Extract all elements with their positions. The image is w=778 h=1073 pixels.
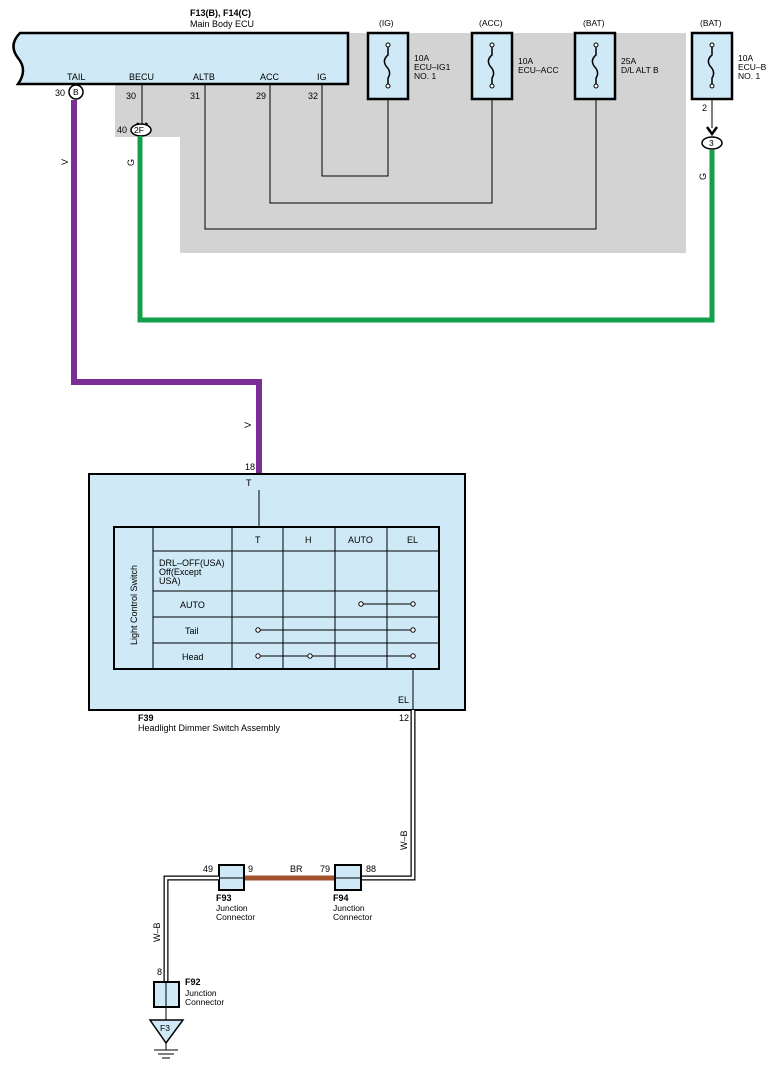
f94-pin-left: 79: [320, 864, 330, 874]
connector-b-label: B: [73, 87, 79, 97]
f92-code: F92: [185, 977, 201, 987]
fuse-ig-name2: NO. 1: [414, 71, 436, 81]
col-h: H: [305, 535, 312, 545]
violet-wire-label-top: V: [60, 159, 70, 165]
terminal-tail-label: TAIL: [67, 72, 85, 82]
row-tail: Tail: [185, 626, 199, 636]
junction-3: [701, 136, 723, 150]
ecu-box: [12, 31, 350, 86]
row-off-line3: USA): [159, 576, 181, 586]
f94-line2: Connector: [333, 912, 372, 922]
f92-line1: Junction: [185, 988, 217, 998]
f93-line1: Junction: [216, 903, 248, 913]
fuse-acc-name: ECU–ACC: [518, 65, 559, 75]
connector-2f-pin: 40: [117, 125, 127, 135]
wb-wire-left: [163, 875, 219, 982]
fuse-ig-source: (IG): [379, 18, 394, 28]
junction-3-label: 3: [709, 138, 714, 148]
terminal-acc-label: ACC: [260, 72, 280, 82]
wb-label-left: W–B: [152, 922, 162, 942]
col-el: EL: [407, 535, 418, 545]
ecu-connector-title: F13(B), F14(C): [190, 8, 251, 18]
fuse-ecu-b: (BAT) 10A ECU–B NO. 1: [690, 18, 767, 101]
switch-title: Light Control Switch: [129, 565, 139, 645]
violet-wire: [71, 100, 262, 474]
brown-wire-label: BR: [290, 864, 303, 874]
row-off-line1: DRL–OFF(USA): [159, 558, 225, 568]
light-control-switch-table: Light Control Switch T H AUTO EL DRL–OFF…: [113, 526, 440, 670]
connector-b: [68, 84, 84, 100]
row-head: Head: [182, 652, 204, 662]
f93-pin-left: 49: [203, 864, 213, 874]
terminal-ig-label: IG: [317, 72, 327, 82]
fuse-altb-source: (BAT): [583, 18, 605, 28]
row-auto: AUTO: [180, 600, 205, 610]
fuse-altb-name: D/L ALT B: [621, 65, 659, 75]
fuse-ecub-rating: 10A: [738, 53, 753, 63]
green-wire: [137, 136, 715, 323]
dimmer-code: F39: [138, 713, 154, 723]
fuse-ecu-ig1: (IG) 10A ECU–IG1 NO. 1: [366, 18, 451, 101]
terminal-ig-pin: 32: [308, 91, 318, 101]
f92-pin-top: 8: [157, 967, 162, 977]
f94-pin-right: 88: [366, 864, 376, 874]
fuse-ig-name: ECU–IG1: [414, 62, 451, 72]
terminal-becu-pin: 30: [126, 91, 136, 101]
f93-line2: Connector: [216, 912, 255, 922]
terminal-tail-pin: 30: [55, 88, 65, 98]
fuse-ig-rating: 10A: [414, 53, 429, 63]
dimmer-term-el: EL: [398, 695, 409, 705]
row-off-line2: Off(Except: [159, 567, 202, 577]
fuse-ecub-name2: NO. 1: [738, 71, 760, 81]
green-wire-label-left: G: [126, 159, 136, 166]
f92-line2: Connector: [185, 997, 224, 1007]
fuse-altb-rating: 25A: [621, 56, 636, 66]
ground-icon: [154, 1043, 178, 1059]
dimmer-pin-t: 18: [245, 462, 255, 472]
acc-wire: [269, 84, 493, 204]
dimmer-term-t: T: [246, 478, 252, 488]
connector-2f-label: 2F: [134, 125, 144, 135]
fuse-ecub-name: ECU–B: [738, 62, 767, 72]
f93-pin-right: 9: [248, 864, 253, 874]
fuse-dl-alt-b: (BAT) 25A D/L ALT B: [573, 18, 659, 101]
wb-wire-right: [361, 710, 416, 881]
ecub-pin: 2: [702, 103, 707, 113]
fuse-acc-rating: 10A: [518, 56, 533, 66]
wb-label-right: W–B: [399, 830, 409, 850]
f94-line1: Junction: [333, 903, 365, 913]
ground-label: F3: [160, 1023, 170, 1033]
col-t: T: [255, 535, 261, 545]
ecu-shaded-area: [115, 33, 686, 253]
ground-f3: [148, 1019, 185, 1045]
terminal-becu-label: BECU: [129, 72, 154, 82]
dimmer-pin-el: 12: [399, 713, 409, 723]
ecu-name: Main Body ECU: [190, 19, 254, 29]
violet-wire-label-bottom: V: [243, 422, 253, 428]
dimmer-name: Headlight Dimmer Switch Assembly: [138, 723, 281, 733]
col-auto: AUTO: [348, 535, 373, 545]
terminal-altb-pin: 31: [190, 91, 200, 101]
fuse-ecu-acc: (ACC) 10A ECU–ACC: [470, 18, 559, 101]
terminal-altb-label: ALTB: [193, 72, 215, 82]
f93-code: F93: [216, 893, 232, 903]
green-wire-label-right: G: [698, 173, 708, 180]
internal-wires: [141, 84, 597, 230]
altb-wire: [204, 84, 597, 230]
ig-wire: [321, 84, 389, 177]
f94-code: F94: [333, 893, 349, 903]
fuse-acc-source: (ACC): [479, 18, 503, 28]
fuse-ecub-source: (BAT): [700, 18, 722, 28]
terminal-acc-pin: 29: [256, 91, 266, 101]
ecub-chevron-icon: [705, 126, 719, 137]
